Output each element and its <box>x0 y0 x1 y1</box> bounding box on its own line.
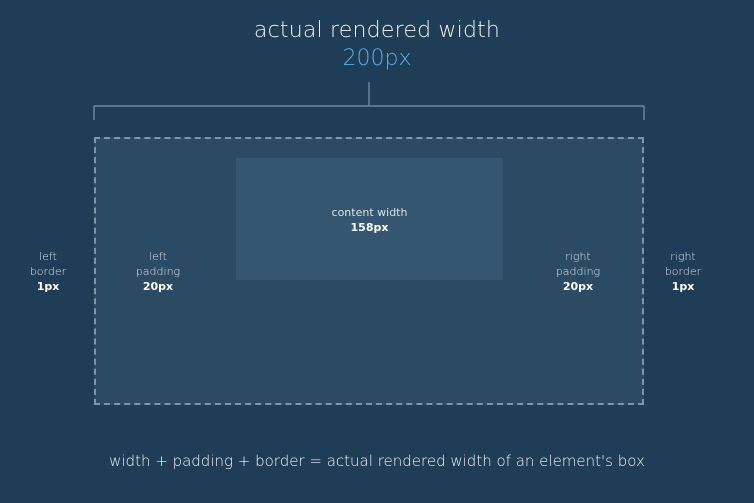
left-padding-line1: left <box>149 250 167 263</box>
left-padding-line2: padding <box>135 265 181 278</box>
left-border-label: left border 1px <box>18 249 78 294</box>
content-width-text: content width <box>331 206 408 219</box>
diagram-title: actual rendered width <box>253 18 501 43</box>
left-border-line1: left <box>39 250 57 263</box>
rendered-width-value: 200px <box>342 46 412 71</box>
content-width-label: content width 158px <box>236 205 503 235</box>
right-border-value: 1px <box>671 280 695 293</box>
content-area <box>236 158 503 280</box>
right-padding-line2: padding <box>555 265 601 278</box>
left-border-value: 1px <box>36 280 60 293</box>
right-border-label: right border 1px <box>653 249 713 294</box>
left-border-line2: border <box>29 265 67 278</box>
right-border-line1: right <box>670 250 696 263</box>
left-padding-label: left padding 20px <box>128 249 188 294</box>
right-padding-label: right padding 20px <box>548 249 608 294</box>
formula-caption: width + padding + border = actual render… <box>109 452 645 470</box>
right-padding-line1: right <box>565 250 591 263</box>
content-width-value: 158px <box>350 221 389 234</box>
left-padding-value: 20px <box>142 280 174 293</box>
right-padding-value: 20px <box>562 280 594 293</box>
right-border-line2: border <box>664 265 702 278</box>
